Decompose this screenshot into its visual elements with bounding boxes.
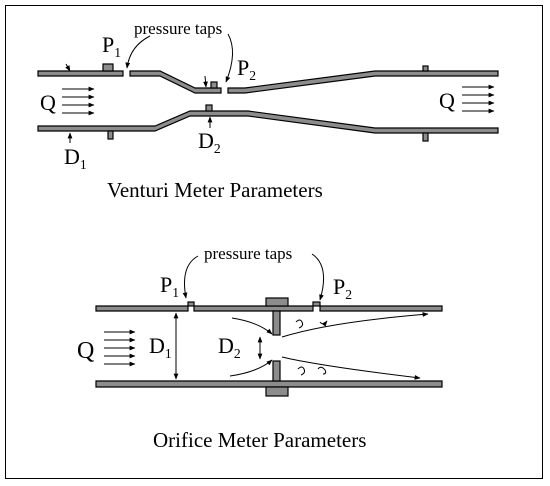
figure-border bbox=[5, 5, 543, 479]
venturi-caption: Venturi Meter Parameters bbox=[107, 178, 323, 202]
venturi-q-outlet-label: Q bbox=[439, 88, 455, 113]
orifice-pressure-taps-label: pressure taps bbox=[204, 244, 293, 263]
orifice-top-wall-mid bbox=[193, 305, 314, 312]
venturi-top-wall-inlet bbox=[37, 70, 124, 77]
orifice-plate-bottom bbox=[272, 360, 281, 382]
orifice-meter bbox=[95, 297, 443, 397]
venturi-top-wall-converge bbox=[129, 70, 222, 94]
venturi-d1-label: D1 bbox=[64, 144, 87, 172]
orifice-q-inlet-label: Q bbox=[77, 338, 95, 364]
orifice-tap-p2 bbox=[312, 301, 321, 307]
venturi-p1-label: P1 bbox=[102, 32, 122, 60]
orifice-plate-top bbox=[272, 310, 281, 336]
orifice-d2-label: D2 bbox=[218, 333, 241, 361]
orifice-flange-top bbox=[265, 297, 289, 307]
venturi-meter bbox=[37, 63, 499, 142]
orifice-d1-label: D1 bbox=[149, 333, 172, 361]
orifice-p1-label: P1 bbox=[160, 272, 180, 300]
venturi-top-wall-diverge bbox=[227, 70, 499, 94]
orifice-p2-label: P2 bbox=[333, 274, 353, 302]
orifice-tap-p1 bbox=[187, 301, 195, 307]
venturi-pressure-taps-label: pressure taps bbox=[134, 19, 223, 38]
orifice-top-wall bbox=[95, 305, 189, 312]
venturi-p2-label: P2 bbox=[237, 55, 257, 83]
venturi-bottom-wall bbox=[37, 110, 499, 134]
venturi-flange-right-bottom bbox=[422, 132, 429, 142]
orifice-flange-bottom bbox=[265, 386, 289, 397]
orifice-annotations bbox=[104, 253, 429, 380]
venturi-flange-throat-bottom bbox=[205, 104, 213, 112]
venturi-annotations bbox=[62, 33, 495, 143]
venturi-flange-p1 bbox=[102, 63, 114, 72]
orifice-bottom-wall bbox=[95, 380, 443, 388]
orifice-caption: Orifice Meter Parameters bbox=[153, 428, 367, 452]
venturi-q-inlet-label: Q bbox=[40, 90, 56, 115]
orifice-top-wall-right bbox=[319, 305, 443, 312]
venturi-flange-bottom-left bbox=[107, 130, 114, 140]
venturi-flange-throat-top bbox=[210, 81, 218, 89]
venturi-d2-label: D2 bbox=[198, 128, 221, 156]
venturi-flange-right-top bbox=[422, 65, 429, 72]
